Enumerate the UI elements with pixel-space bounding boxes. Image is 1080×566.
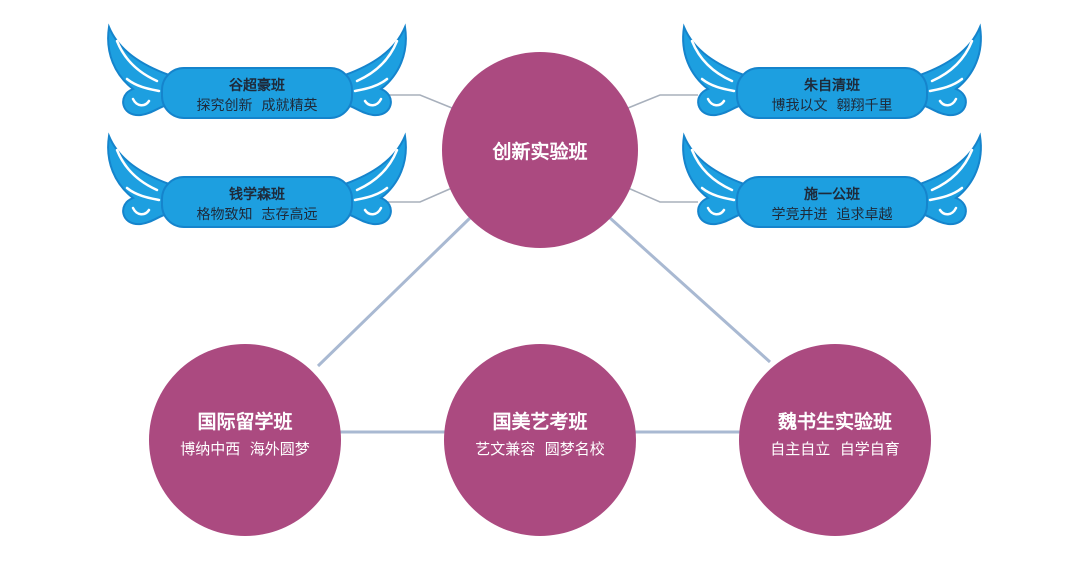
node-motto: 博纳中西 海外圆梦 — [180, 440, 310, 458]
node-title: 国际留学班 — [197, 410, 292, 433]
center-node: 创新实验班 — [442, 52, 638, 248]
connector — [382, 94, 453, 109]
badge-motto: 探究创新 成就精英 — [197, 97, 318, 114]
badge-motto: 格物致知 志存高远 — [197, 206, 318, 223]
node-title: 国美艺考班 — [492, 410, 587, 433]
center-title: 创新实验班 — [491, 140, 587, 163]
connector — [627, 187, 698, 203]
badge-title: 谷超豪班 — [229, 77, 285, 94]
badge-motto: 博我以文 翱翔千里 — [772, 97, 893, 114]
node-motto: 自主自立 自学自育 — [770, 440, 900, 458]
node-art: 国美艺考班 艺文兼容 圆梦名校 — [444, 344, 636, 536]
wing-badge-zhu-ziqing: 朱自清班 博我以文 翱翔千里 — [683, 27, 981, 118]
link-center-right — [608, 216, 772, 364]
link-center-left — [316, 216, 472, 368]
wing-badge-qian-xuesen: 钱学森班 格物致知 志存高远 — [108, 136, 406, 227]
node-wei-shusheng: 魏书生实验班 自主自立 自学自育 — [739, 344, 931, 536]
node-international: 国际留学班 博纳中西 海外圆梦 — [149, 344, 341, 536]
connector — [627, 94, 698, 109]
badge-title: 钱学森班 — [229, 186, 285, 203]
badge-motto: 学竞并进 追求卓越 — [772, 206, 893, 223]
wing-badge-shi-yigong: 施一公班 学竞并进 追求卓越 — [683, 136, 981, 227]
badge-title: 施一公班 — [804, 186, 860, 203]
badge-title: 朱自清班 — [804, 77, 860, 94]
wing-badge-gu-chaohao: 谷超豪班 探究创新 成就精英 — [108, 27, 406, 118]
node-title: 魏书生实验班 — [777, 410, 892, 433]
connector — [382, 187, 453, 203]
node-motto: 艺文兼容 圆梦名校 — [475, 440, 605, 458]
